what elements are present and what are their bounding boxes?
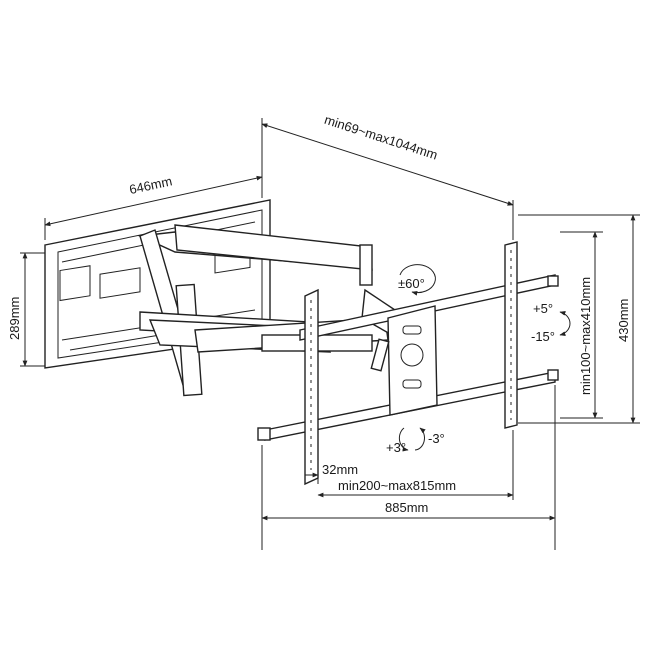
dim-vesa-vertical: min100~max410mm xyxy=(560,231,603,419)
tilt-down-label: -15° xyxy=(531,329,555,344)
level-minus-label: -3° xyxy=(428,431,445,446)
right-vertical-bracket xyxy=(504,241,518,429)
dim-wall-height-label: 289mm xyxy=(7,297,22,340)
dim-vesa-horizontal: min200~max815mm xyxy=(317,430,514,500)
dim-wall-width-label: 646mm xyxy=(128,173,174,197)
tilt-up-label: +5° xyxy=(533,301,553,316)
swivel-label: ±60° xyxy=(398,276,425,291)
vesa-center-plate xyxy=(370,305,438,416)
dim-arm-extension: min69~max1044mm xyxy=(261,112,514,240)
level-indicator: +3° -3° xyxy=(386,427,445,455)
dim-vesa-vertical-label: min100~max410mm xyxy=(578,277,593,395)
level-plus-label: +3° xyxy=(386,440,406,455)
dim-horizontal-total-label: 885mm xyxy=(385,500,428,515)
swivel-indicator: ±60° xyxy=(398,264,436,296)
dim-vesa-horizontal-label: min200~max815mm xyxy=(338,478,456,493)
dim-horizontal-total: 885mm xyxy=(261,385,556,550)
dim-arm-extension-label: min69~max1044mm xyxy=(323,112,440,163)
dim-vertical-total-label: 430mm xyxy=(616,299,631,342)
dim-wall-height: 289mm xyxy=(7,252,45,367)
swing-arms xyxy=(137,224,396,397)
dim-vertical-total: 430mm xyxy=(518,214,640,424)
dim-rail-spacing: 32mm xyxy=(305,462,358,484)
left-vertical-bracket xyxy=(304,288,319,486)
dim-rail-spacing-label: 32mm xyxy=(322,462,358,477)
tilt-indicator: +5° -15° xyxy=(531,301,571,344)
